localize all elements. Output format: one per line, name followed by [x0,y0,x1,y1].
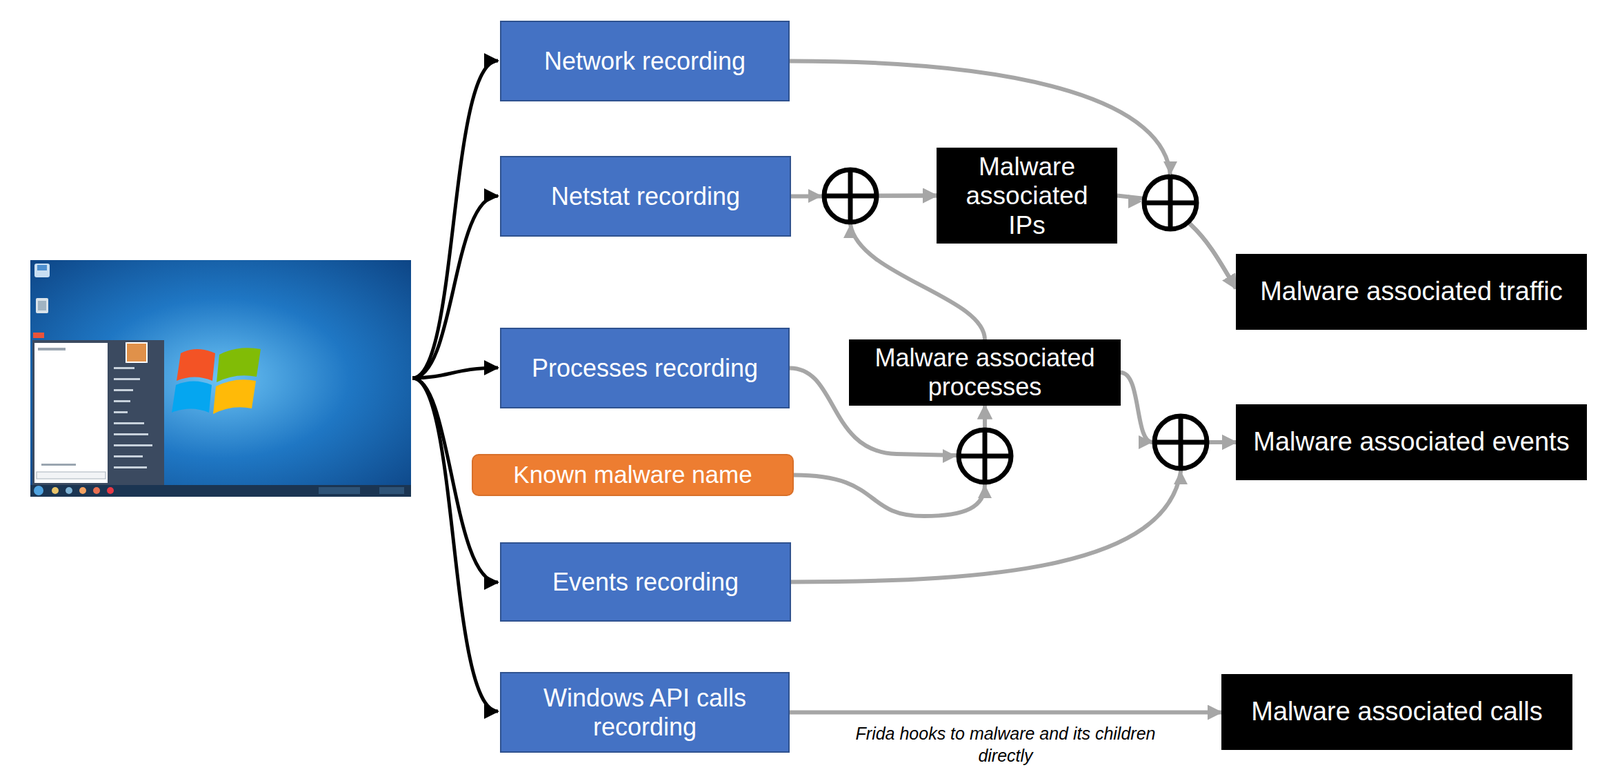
box-text: Known malware name [513,460,752,489]
box-text: Malware associated processes [858,343,1112,401]
box-text: Malware associated IPs [946,151,1108,240]
result-box: Malware associated IPs [936,147,1118,245]
connector-label: Frida hooks to malware and its children … [840,722,1172,767]
box-text: Malware associated traffic [1260,276,1563,307]
box-text: Processes recording [531,353,758,383]
recording-box: Network recording [500,20,790,102]
result-box: Malware associated calls [1221,673,1573,750]
result-box: Malware associated events [1235,404,1587,480]
result-box: Malware associated traffic [1235,253,1587,330]
recording-box: Events recording [500,542,792,622]
desktop-screenshot [30,260,412,497]
box-text: Windows API calls recording [511,683,779,741]
box-text: Network recording [544,46,746,76]
box-text: Malware associated calls [1251,696,1543,727]
box-text: Netstat recording [551,182,740,211]
recording-box: Windows API calls recording [500,671,790,753]
result-box: Malware associated processes [848,339,1121,405]
recording-box: Netstat recording [500,155,792,237]
recording-box: Processes recording [500,327,790,409]
box-text: Events recording [552,567,739,596]
flow-connector [793,405,985,516]
box-text: Malware associated events [1253,426,1569,458]
capture-arrows [412,60,498,712]
flow-connector [789,710,1222,715]
input-box: Known malware name [471,453,794,496]
flow-connector [789,61,1236,289]
